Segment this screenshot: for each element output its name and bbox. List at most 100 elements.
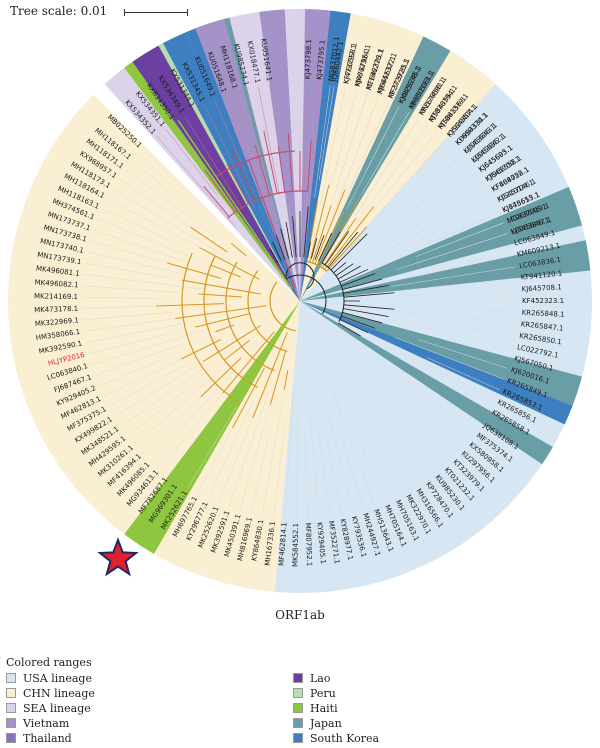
- leaf-branch: [308, 399, 320, 519]
- leaf-branch: [418, 339, 508, 369]
- internal-branch: [292, 216, 297, 258]
- leaf-branch: [410, 393, 468, 442]
- internal-branch: [324, 206, 375, 270]
- leaf-branch: [349, 390, 406, 492]
- leaf-branch: [90, 240, 158, 261]
- legend-item-peru: Peru: [293, 686, 336, 700]
- internal-branch: [200, 357, 242, 398]
- leaf-branch: [156, 136, 236, 228]
- leaf-branch: [361, 426, 396, 498]
- internal-branch: [181, 339, 222, 360]
- internal-branch: [175, 305, 267, 320]
- internal-branch: [333, 262, 347, 274]
- leaf-branch: [258, 86, 280, 196]
- leaf-branch: [273, 427, 285, 518]
- internal-branch: [222, 331, 275, 394]
- legend-swatch: [6, 673, 16, 683]
- internal-branch: [314, 235, 325, 260]
- internal-branch: [342, 312, 383, 324]
- leaf-branch: [91, 330, 204, 365]
- internal-branch: [177, 119, 293, 290]
- leaf-branch: [327, 443, 342, 516]
- internal-branch: [286, 274, 327, 315]
- colored-range-sector: [300, 9, 331, 302]
- internal-branch: [339, 268, 369, 283]
- internal-branch: [343, 304, 395, 310]
- colored-range-sector: [7, 94, 301, 592]
- internal-branch: [314, 189, 346, 265]
- internal-branch: [318, 232, 333, 262]
- colored-range-sector: [300, 301, 583, 406]
- leaf-branch: [318, 85, 335, 181]
- internal-branch: [204, 169, 236, 213]
- leaf-branch: [132, 160, 190, 209]
- leaf-branch: [331, 389, 375, 506]
- legend-item-usa-lineage: USA lineage: [6, 671, 92, 685]
- leaf-branch: [102, 208, 175, 243]
- leaf-branch: [85, 262, 169, 278]
- internal-branch: [343, 292, 395, 298]
- internal-branch: [195, 313, 250, 328]
- leaf-branch: [236, 92, 273, 212]
- leaf-branch: [82, 296, 158, 299]
- internal-branch: [181, 252, 238, 402]
- internal-branch: [330, 233, 368, 271]
- internal-branch: [343, 308, 389, 318]
- internal-branch: [324, 231, 350, 266]
- colored-range-sector: [300, 186, 583, 301]
- leaf-branch: [432, 222, 504, 251]
- leaf-branch: [385, 422, 426, 480]
- leaf-branch: [372, 138, 447, 221]
- legend-label: SEA lineage: [23, 701, 91, 715]
- leaf-branch: [250, 438, 269, 514]
- leaf-label: KR265848.1: [521, 309, 564, 319]
- leaf-label: KJ473798.1: [304, 39, 313, 79]
- leaf-branch: [107, 198, 198, 247]
- legend-swatch: [293, 673, 303, 683]
- internal-branch: [321, 231, 341, 264]
- leaf-branch: [119, 178, 193, 229]
- internal-branch: [230, 242, 247, 257]
- internal-branch: [275, 235, 286, 260]
- leaf-branch: [143, 389, 209, 453]
- internal-branch: [342, 278, 383, 290]
- internal-branch: [269, 248, 279, 264]
- leaf-branch: [95, 343, 184, 376]
- leaf-branch: [378, 191, 489, 256]
- leaf-branch: [351, 101, 389, 186]
- internal-branch: [341, 273, 376, 287]
- leaf-branch: [364, 118, 419, 203]
- internal-branch: [167, 262, 222, 279]
- legend-item-lao: Lao: [293, 671, 331, 685]
- leaf-branch: [159, 388, 227, 469]
- leaf-branch: [355, 124, 429, 225]
- leaf-branch: [395, 182, 483, 240]
- legend-swatch: [293, 688, 303, 698]
- internal-branch: [215, 324, 235, 333]
- leaf-branch: [413, 201, 495, 244]
- leaf-branch: [121, 369, 203, 427]
- internal-branch: [190, 226, 228, 253]
- internal-branch: [227, 190, 308, 219]
- legend-item-sea-lineage: SEA lineage: [6, 701, 91, 715]
- legend-label: Vietnam: [23, 716, 70, 730]
- colored-range-sector: [300, 301, 573, 425]
- leaf-branch: [83, 274, 204, 290]
- leaf-label: KJ473795.1: [315, 40, 326, 81]
- leaf-branch: [367, 371, 452, 458]
- colored-range-sector: [132, 45, 300, 301]
- leaf-branch: [413, 233, 508, 265]
- legend-label: Peru: [310, 686, 336, 700]
- leaf-branch: [114, 351, 219, 417]
- internal-branch: [339, 319, 369, 334]
- legend-label: Japan: [310, 716, 342, 730]
- internal-branch: [226, 163, 249, 205]
- leaf-branch: [125, 169, 215, 237]
- leaf-branch: [325, 405, 353, 513]
- tree-scale-bar: [124, 9, 188, 16]
- leaf-branch: [88, 334, 167, 354]
- internal-branch: [198, 293, 243, 298]
- leaf-branch: [174, 122, 236, 210]
- leaf-branch: [135, 369, 221, 445]
- leaf-branch: [284, 390, 294, 519]
